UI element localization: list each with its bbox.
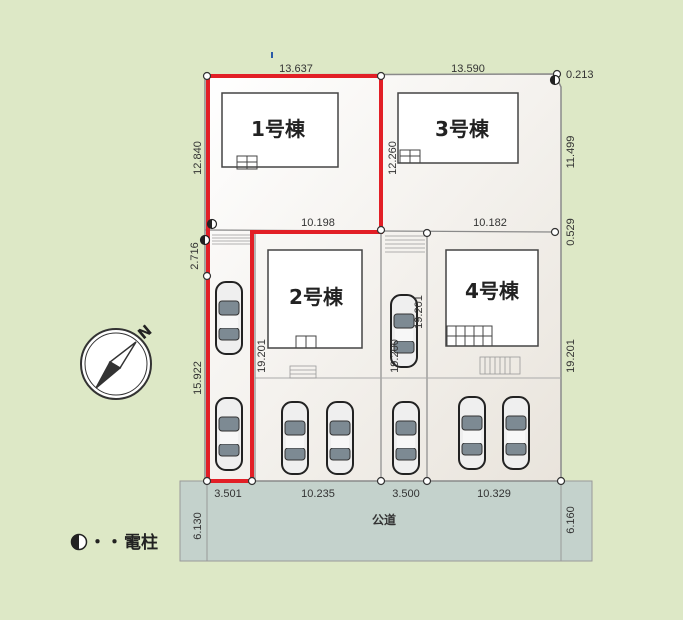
boundary-markers: [202, 69, 566, 486]
dim-bottom-3: 3.500: [392, 488, 420, 500]
stairs-lot2: [289, 365, 317, 379]
building-3: [397, 92, 519, 164]
stairs-lot1: [212, 234, 250, 245]
dim-bottom-2: 10.235: [301, 488, 335, 500]
building-2: [267, 249, 363, 349]
dim-bottom-4: 10.329: [477, 488, 511, 500]
dim-right-small: 0.529: [565, 218, 577, 246]
car-2b: [326, 401, 354, 475]
building-2-label: 2号棟: [289, 285, 344, 309]
building-4-label: 4号棟: [465, 279, 520, 303]
car-2a: [281, 401, 309, 475]
dim-mid-left: 10.198: [301, 217, 335, 229]
legend-dots: ・・・: [89, 533, 140, 553]
utility-pole-icon: [199, 74, 561, 246]
dim-top-left: 13.637: [279, 63, 313, 75]
dim-mid-right: 10.182: [473, 217, 507, 229]
car-1b: [215, 397, 243, 471]
dim-road-right: 6.160: [565, 506, 577, 534]
dim-left-upper: 12.840: [192, 141, 204, 175]
legend-label: 電柱: [124, 532, 158, 553]
car-4a: [458, 396, 486, 470]
dim-right-upper: 11.499: [565, 136, 577, 169]
stairs-lot3: [385, 235, 425, 253]
building-1: [221, 92, 339, 168]
dim-mid-upper: 12.260: [387, 141, 399, 175]
stairs-lot4: [479, 356, 521, 375]
north-compass-icon: N: [80, 321, 155, 400]
deck-4: [446, 325, 493, 347]
deck-1: [236, 155, 258, 170]
dim-top-right: 13.590: [451, 63, 485, 75]
site-outline: [204, 73, 562, 482]
road-label: 公道: [372, 512, 396, 527]
dim-lot3-right: 19.201: [413, 295, 425, 329]
dim-road-left: 6.130: [192, 512, 204, 540]
deck-3: [399, 149, 421, 164]
dim-lot3-left: 19.200: [389, 339, 401, 373]
car-4b: [502, 396, 530, 470]
deck-2: [295, 335, 317, 349]
public-road: [179, 480, 593, 562]
dim-left-lower: 15.922: [192, 361, 204, 395]
dim-lot2-left: 19.201: [256, 339, 268, 373]
dim-right-lower: 19.201: [565, 339, 577, 373]
car-1a: [215, 281, 243, 355]
building-3-label: 3号棟: [435, 117, 490, 141]
legend: ・・・ 電柱: [70, 532, 158, 553]
dim-bottom-1: 3.501: [214, 488, 242, 500]
car-3b: [392, 401, 420, 475]
building-1-label: 1号棟: [251, 117, 306, 141]
dim-top-corner: 0.213: [566, 69, 594, 81]
dim-left-small: 2.716: [189, 242, 201, 270]
